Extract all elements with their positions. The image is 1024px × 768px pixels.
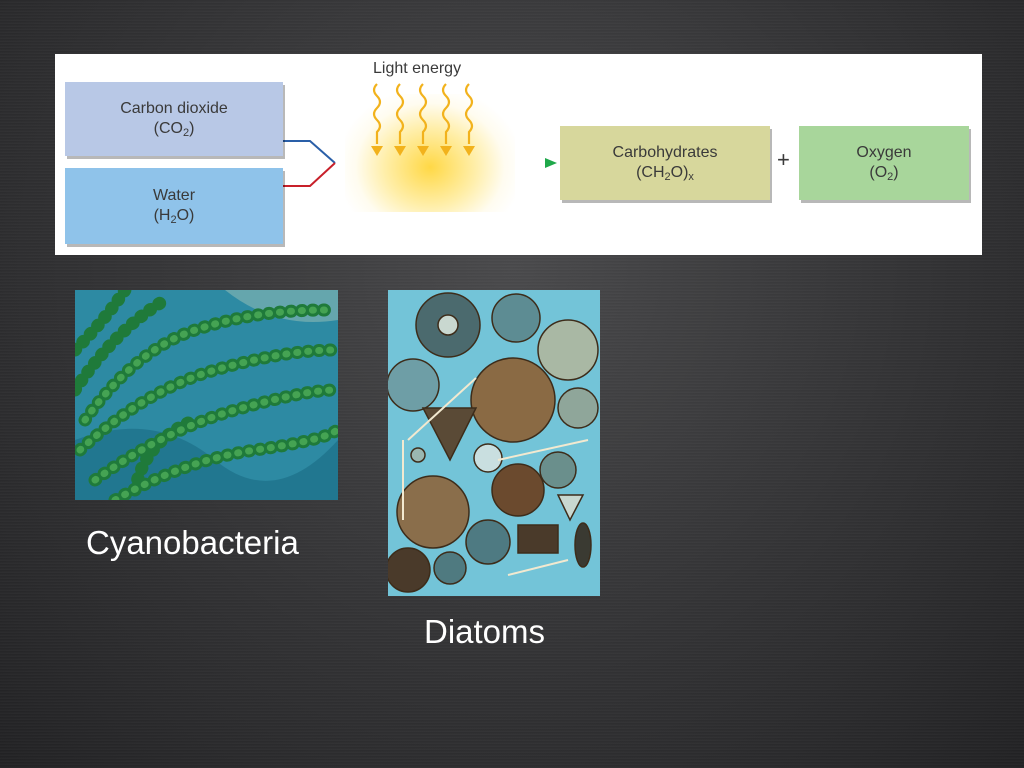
diagram-connectors — [283, 83, 557, 187]
co2-formula: (CO2) — [153, 120, 195, 139]
oxygen-formula: (O2) — [869, 164, 899, 183]
carbohydrates-box: Carbohydrates (CH2O)x — [560, 126, 770, 200]
light-rays — [372, 83, 474, 144]
light-ray — [395, 83, 405, 144]
carbs-formula: (CH2O)x — [636, 164, 694, 183]
ray-arrowhead — [463, 146, 475, 156]
photosynthesis-diagram: Light energy Carbon dioxide (CO2) Water … — [55, 54, 982, 255]
co2-name: Carbon dioxide — [120, 100, 228, 117]
water-formula: (H2O) — [153, 207, 195, 226]
cyanobacteria-image — [75, 290, 338, 500]
ray-arrowhead — [371, 146, 383, 156]
diatoms-illustration — [388, 290, 600, 596]
co2-line — [283, 140, 336, 164]
cyanobacteria-caption: Cyanobacteria — [86, 524, 299, 561]
light-ray-heads — [371, 146, 475, 156]
carbon-dioxide-box: Carbon dioxide (CO2) — [65, 82, 283, 156]
ray-arrowhead — [417, 146, 429, 156]
light-ray — [418, 83, 428, 144]
diatoms-caption: Diatoms — [424, 613, 546, 650]
light-energy-label: Light energy — [373, 60, 462, 77]
oxygen-box: Oxygen (O2) — [799, 126, 969, 200]
ray-arrowhead — [440, 146, 452, 156]
light-ray — [372, 83, 382, 144]
carbs-name: Carbohydrates — [612, 144, 718, 161]
light-ray — [464, 83, 474, 144]
cyanobacteria-illustration — [75, 290, 338, 500]
ray-arrowhead — [394, 146, 406, 156]
water-box: Water (H2O) — [65, 168, 283, 244]
oxygen-name: Oxygen — [856, 144, 912, 161]
reaction-arrowhead — [545, 158, 557, 168]
light-ray — [441, 83, 451, 144]
water-line — [283, 162, 336, 187]
water-name: Water — [152, 187, 196, 204]
plus-sign: + — [777, 147, 790, 172]
diatoms-image — [388, 290, 600, 596]
